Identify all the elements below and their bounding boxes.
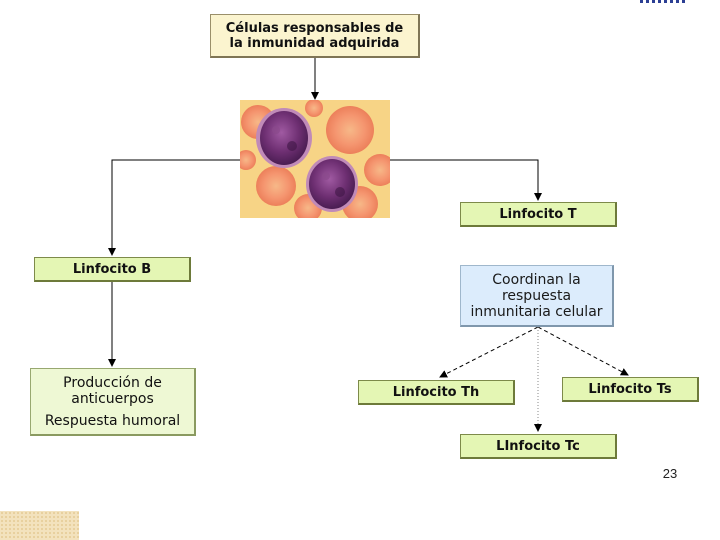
image-to-b-connector [108,159,240,256]
title-line-2: la inmunidad adquirida [229,35,400,51]
red-cell [240,150,256,170]
antibody-line-1: Producción de [63,374,162,391]
antibody-production-box: Producción de anticuerpos Respuesta humo… [30,368,196,436]
lymphocyte-ts-box: Linfocito Ts [562,377,699,402]
lymphocyte-nucleus [260,111,308,165]
lymphocyte-t-box: Linfocito T [460,202,617,227]
lymphocyte-tc-box: LInfocito Tc [460,434,617,459]
coord-line-1: Coordinan la [492,271,581,288]
coord-to-th-arrow [439,326,539,378]
coord-to-ts-arrow [537,326,629,376]
lymphocyte-ts-label: Linfocito Ts [588,381,672,397]
lymphocyte-b-box: Linfocito B [34,257,191,282]
antibody-line-2: anticuerpos [71,390,154,407]
lymphocyte-micrograph-image [240,100,390,218]
red-cell [256,166,296,206]
logo-mark [640,0,688,3]
lymphocyte-th-box: Linfocito Th [358,380,515,405]
title-line-1: Células responsables de [225,20,404,36]
cellular-response-box: Coordinan la respuesta inmunitaria celul… [460,265,614,327]
red-cell [326,106,374,154]
lymphocyte-nucleus [309,159,355,209]
coord-line-3: inmunitaria celular [470,303,603,320]
humoral-response-label: Respuesta humoral [44,412,181,429]
image-to-t-connector [390,159,542,201]
red-cell [305,100,323,117]
lymphocyte-th-label: Linfocito Th [392,384,480,400]
page-number: 23 [662,466,678,481]
lymphocyte-tc-label: LInfocito Tc [496,438,580,454]
corner-decoration [0,511,79,540]
lymphocyte-b-label: Linfocito B [72,261,152,277]
title-box: Células responsables de la inmunidad adq… [210,14,420,58]
coord-line-2: respuesta [501,287,572,304]
red-cell [364,154,390,186]
lymphocyte-t-label: Linfocito T [499,206,577,222]
